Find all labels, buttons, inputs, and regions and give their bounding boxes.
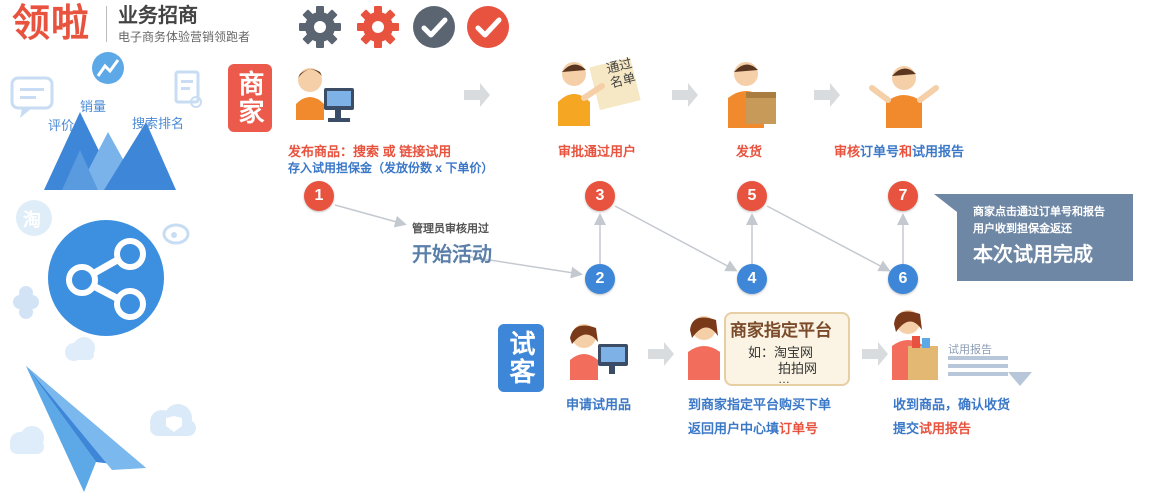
label-sales: 销量: [80, 99, 107, 114]
connector-5-6: [766, 205, 891, 272]
approve-list-illustration: [558, 57, 641, 126]
step-6: 6: [888, 264, 918, 294]
page-title: 业务招商: [118, 5, 198, 27]
paper-plane-icon: [26, 366, 146, 492]
step-2: 2: [585, 264, 615, 294]
flower-icon: [13, 286, 39, 319]
buy-girl-illustration: [688, 316, 720, 380]
publish-caption: 发布商品：搜索 或 链接试用: [288, 144, 452, 159]
ship-box-illustration: [728, 62, 776, 128]
tester-computer-illustration: [570, 324, 628, 380]
gear-gray-icon: [299, 6, 341, 48]
platform-card-line-1: 如：淘宝网: [748, 346, 814, 361]
submit-report-caption: 提交试用报告: [893, 421, 971, 437]
cloud-icon: [65, 337, 95, 361]
report-document-icon: [948, 356, 1032, 386]
merchant-computer-illustration: [296, 68, 354, 122]
result-line-3: 本次试用完成: [973, 244, 1093, 266]
admin-review-label: 管理员审核用过: [412, 223, 489, 235]
result-pointer: [934, 194, 957, 212]
connector-3-4: [614, 205, 738, 272]
flow-arrow-4: [648, 342, 674, 366]
submit-prefix: 提交: [893, 421, 920, 436]
buy-caption: 到商家指定平台购买下单: [688, 397, 832, 412]
share-icon: [48, 220, 164, 336]
flow-arrow-5: [862, 342, 888, 366]
document-search-icon: [174, 70, 202, 108]
tester-badge: 试客: [498, 324, 544, 392]
chat-bubble-icon: [10, 76, 54, 118]
review-caption: 审核订单号和试用报告: [834, 144, 964, 160]
step-1: 1: [304, 181, 334, 211]
sidebar-illustration: [10, 52, 202, 492]
ship-caption: 发货: [736, 144, 763, 159]
gear-red-icon: [357, 6, 399, 48]
platform-card: [724, 312, 850, 386]
result-box: 商家点击通过订单号和报告 用户收到担保金返还 本次试用完成: [957, 194, 1133, 281]
receive-girl-illustration: [892, 310, 938, 380]
taobao-icon: [16, 200, 52, 236]
approve-caption: 审批通过用户: [558, 144, 637, 159]
review-order: 订单号: [860, 144, 900, 159]
connector-1-admin: [334, 204, 407, 228]
deposit-caption: 存入试用担保金（发放份数 x 下单价）: [288, 161, 494, 175]
review-and: 和: [899, 144, 913, 159]
logo: 领啦: [12, 3, 91, 45]
step-3: 3: [585, 181, 615, 211]
shield-cloud-icon: [150, 404, 196, 436]
report-label: 试用报告: [948, 344, 992, 356]
flow-arrow-2: [672, 83, 698, 107]
logo-divider: [106, 6, 107, 42]
label-rating: 评价: [48, 118, 75, 133]
label-search-rank: 搜索排名: [132, 116, 185, 131]
merchant-badge: 商家: [228, 64, 272, 132]
platform-card-title: 商家指定平台: [730, 321, 832, 340]
start-activity-label: 开始活动: [412, 244, 492, 266]
step-4: 4: [737, 264, 767, 294]
review-prefix: 审核: [834, 144, 861, 159]
flow-arrow-1: [464, 83, 490, 107]
flow-arrow-3: [814, 83, 840, 107]
fill-order-red: 订单号: [779, 421, 819, 436]
fill-order-caption: 返回用户中心填订单号: [688, 421, 818, 437]
fill-order-prefix: 返回用户中心填: [688, 421, 780, 436]
receive-caption: 收到商品，确认收货: [893, 397, 1011, 412]
step-5: 5: [737, 181, 767, 211]
check-red-icon: [467, 6, 509, 48]
result-line-1: 商家点击通过订单号和报告: [973, 206, 1105, 218]
result-line-2: 用户收到担保金返还: [973, 223, 1072, 235]
review-report: 试用报告: [912, 144, 965, 159]
step-7: 7: [888, 181, 918, 211]
platform-card-line-3: …: [778, 372, 790, 386]
recycle-cloud-icon: [10, 426, 44, 454]
platform-card-line-2: 拍拍网: [778, 362, 818, 377]
trend-icon: [92, 52, 124, 84]
submit-report-red: 试用报告: [919, 421, 972, 436]
connector-admin-2: [463, 255, 583, 279]
weibo-icon: [162, 223, 190, 245]
check-gray-icon: [413, 6, 455, 48]
taobao-glyph: 淘: [23, 210, 41, 230]
mountain-chart: [44, 112, 176, 190]
page-subtitle: 电子商务体验营销领跑者: [118, 30, 251, 44]
apply-caption: 申请试用品: [566, 397, 632, 412]
review-illustration: [869, 66, 939, 128]
